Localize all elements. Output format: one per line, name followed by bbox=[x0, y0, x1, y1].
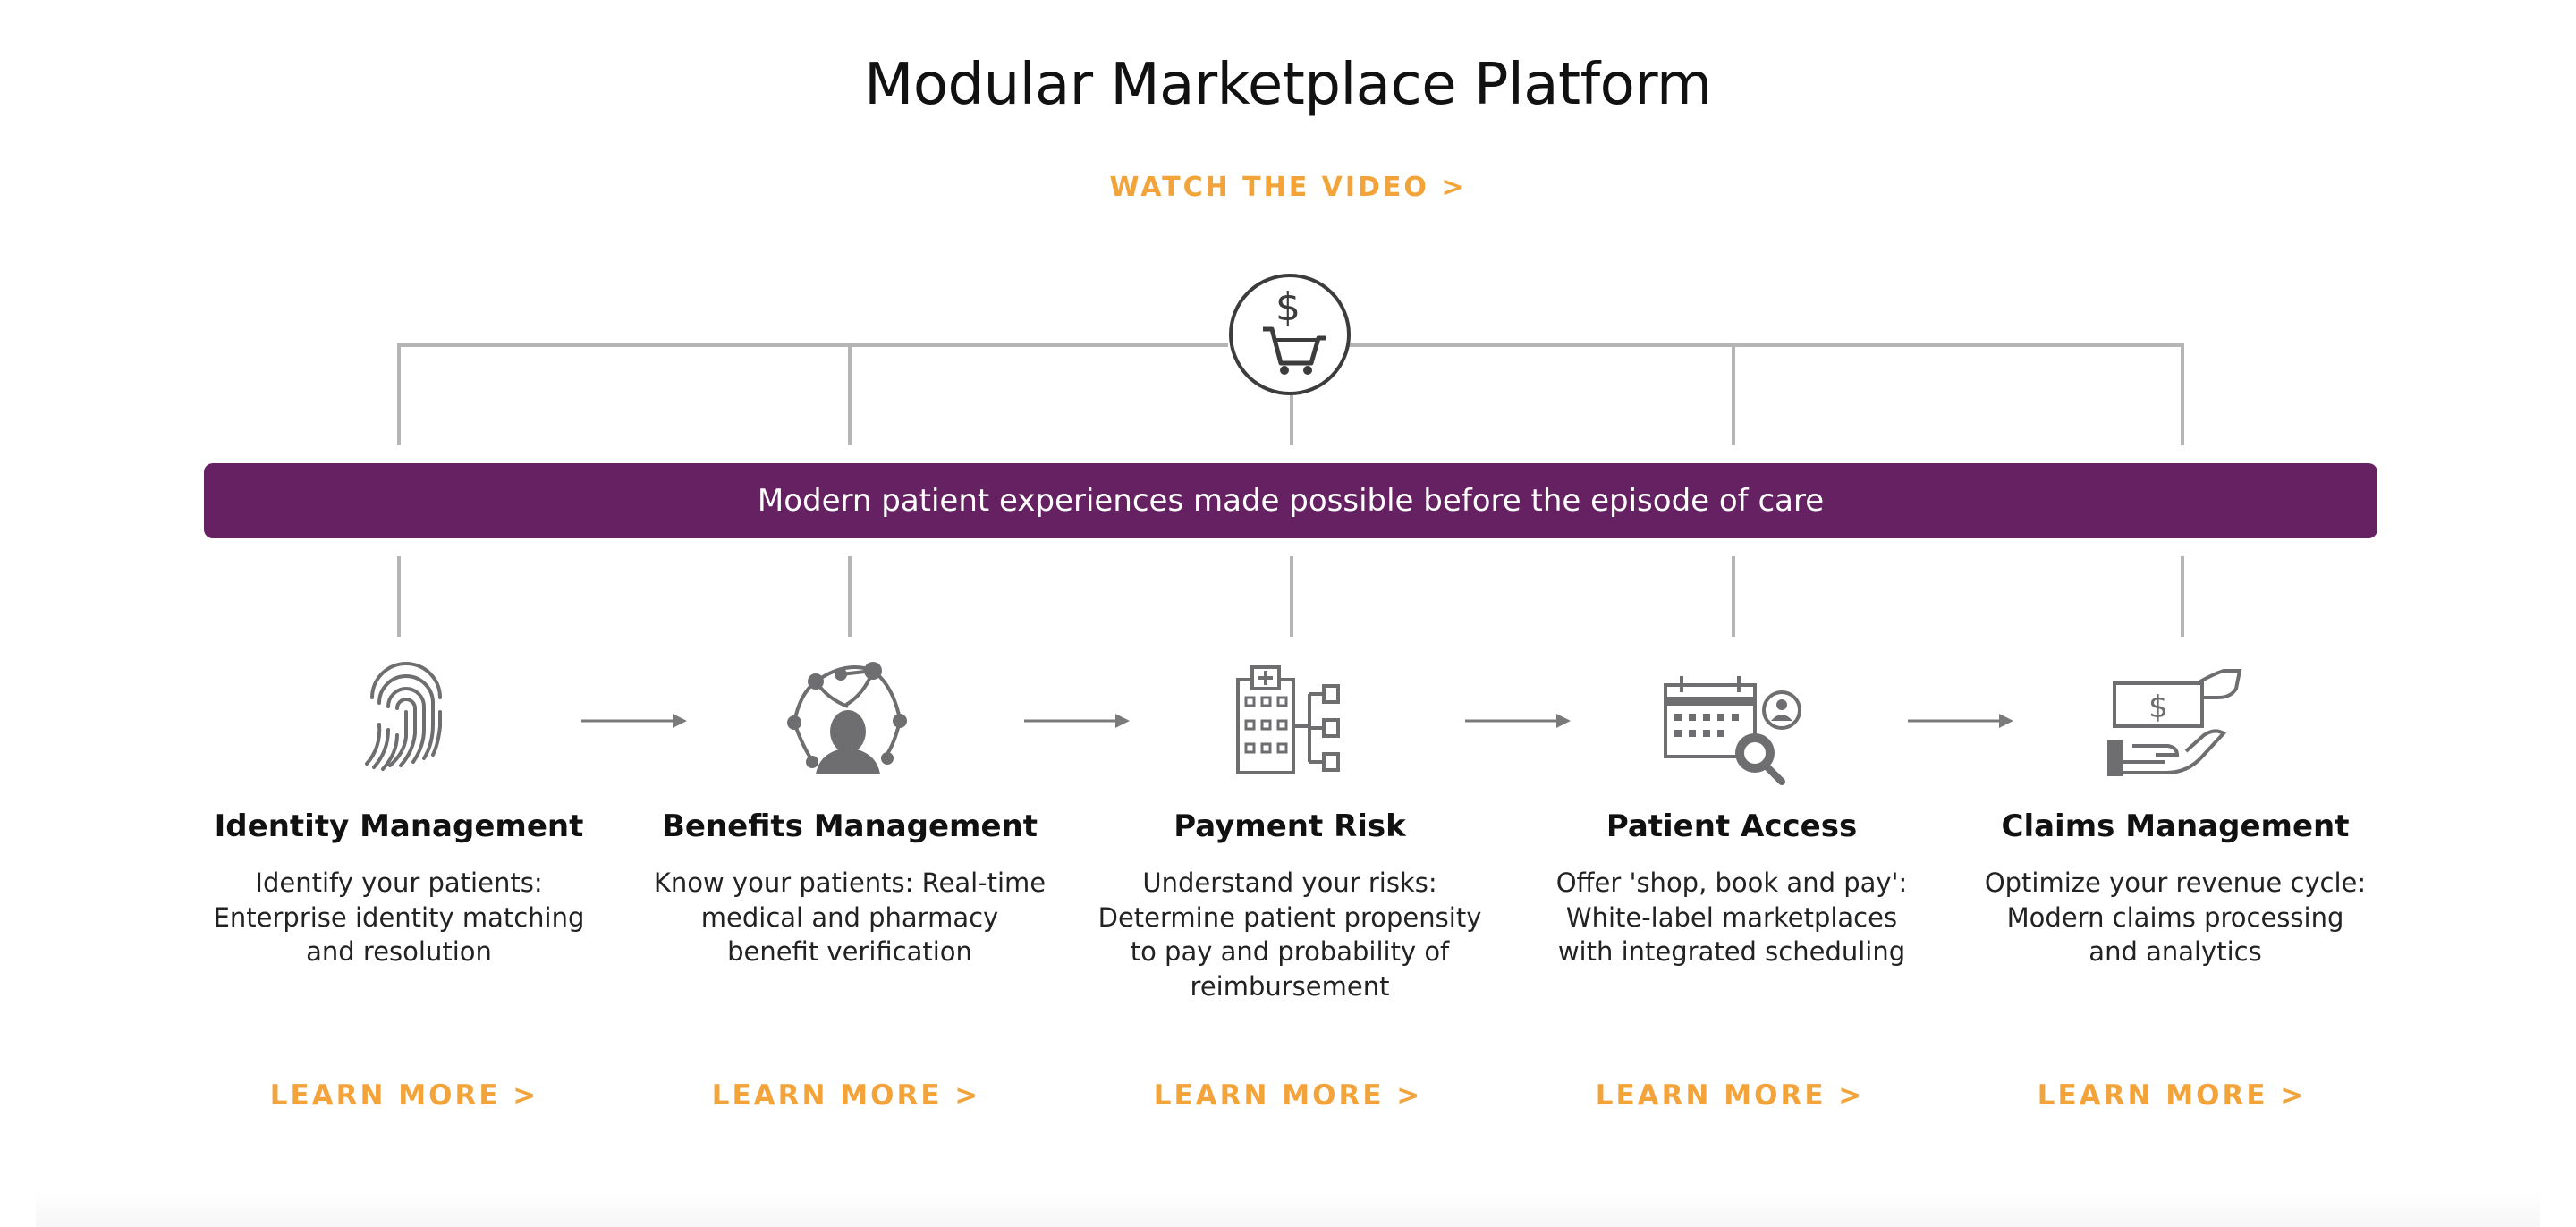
module-description: Identify your patients: Enterprise ident… bbox=[213, 867, 585, 967]
platform-banner: Modern patient experiences made possible… bbox=[204, 463, 2377, 538]
module-identity-management: Identity Management Identify your patien… bbox=[193, 805, 605, 969]
module-title: Patient Access bbox=[1606, 808, 1858, 844]
module-description: Know your patients: Real-time medical an… bbox=[653, 867, 1046, 967]
module-payment-risk: Payment Risk Understand your risks: Dete… bbox=[1084, 805, 1496, 1003]
learn-more-claims-link[interactable]: LEARN MORE > bbox=[2037, 1079, 2307, 1112]
cart-dollar-icon: $ bbox=[1229, 274, 1351, 395]
module-title: Claims Management bbox=[2001, 808, 2350, 844]
top-connectors bbox=[397, 343, 2184, 445]
svg-text:$: $ bbox=[1275, 284, 1301, 330]
watch-video-link[interactable]: WATCH THE VIDEO > bbox=[1109, 172, 1467, 203]
module-benefits-management: Benefits Management Know your patients: … bbox=[644, 805, 1055, 969]
module-title: Identity Management bbox=[214, 808, 584, 844]
network-person-icon bbox=[787, 662, 907, 774]
bottom-connectors bbox=[397, 556, 2184, 637]
module-description: Understand your risks: Determine patient… bbox=[1097, 867, 1482, 1002]
learn-more-benefits-link[interactable]: LEARN MORE > bbox=[711, 1079, 981, 1112]
module-claims-management: Claims Management Optimize your revenue … bbox=[1970, 805, 2381, 969]
hospital-tree-icon bbox=[1236, 665, 1340, 774]
module-patient-access: Patient Access Offer 'shop, book and pay… bbox=[1526, 805, 1937, 969]
next-section-edge bbox=[36, 1191, 2540, 1227]
learn-more-payment-risk-link[interactable]: LEARN MORE > bbox=[1153, 1079, 1423, 1112]
module-description: Optimize your revenue cycle: Modern clai… bbox=[1984, 867, 2367, 967]
flow-arrows bbox=[581, 714, 2013, 728]
module-title: Payment Risk bbox=[1174, 808, 1406, 844]
fingerprint-icon bbox=[365, 662, 442, 771]
learn-more-identity-link[interactable]: LEARN MORE > bbox=[269, 1079, 539, 1112]
module-description: Offer 'shop, book and pay': White-label … bbox=[1555, 867, 1908, 967]
hand-dollar-icon: $ bbox=[2107, 669, 2242, 776]
calendar-search-icon bbox=[1664, 676, 1801, 785]
svg-text:$: $ bbox=[2148, 690, 2168, 725]
module-title: Benefits Management bbox=[661, 808, 1038, 844]
learn-more-patient-access-link[interactable]: LEARN MORE > bbox=[1595, 1079, 1865, 1112]
page-title: Modular Marketplace Platform bbox=[864, 52, 1712, 118]
